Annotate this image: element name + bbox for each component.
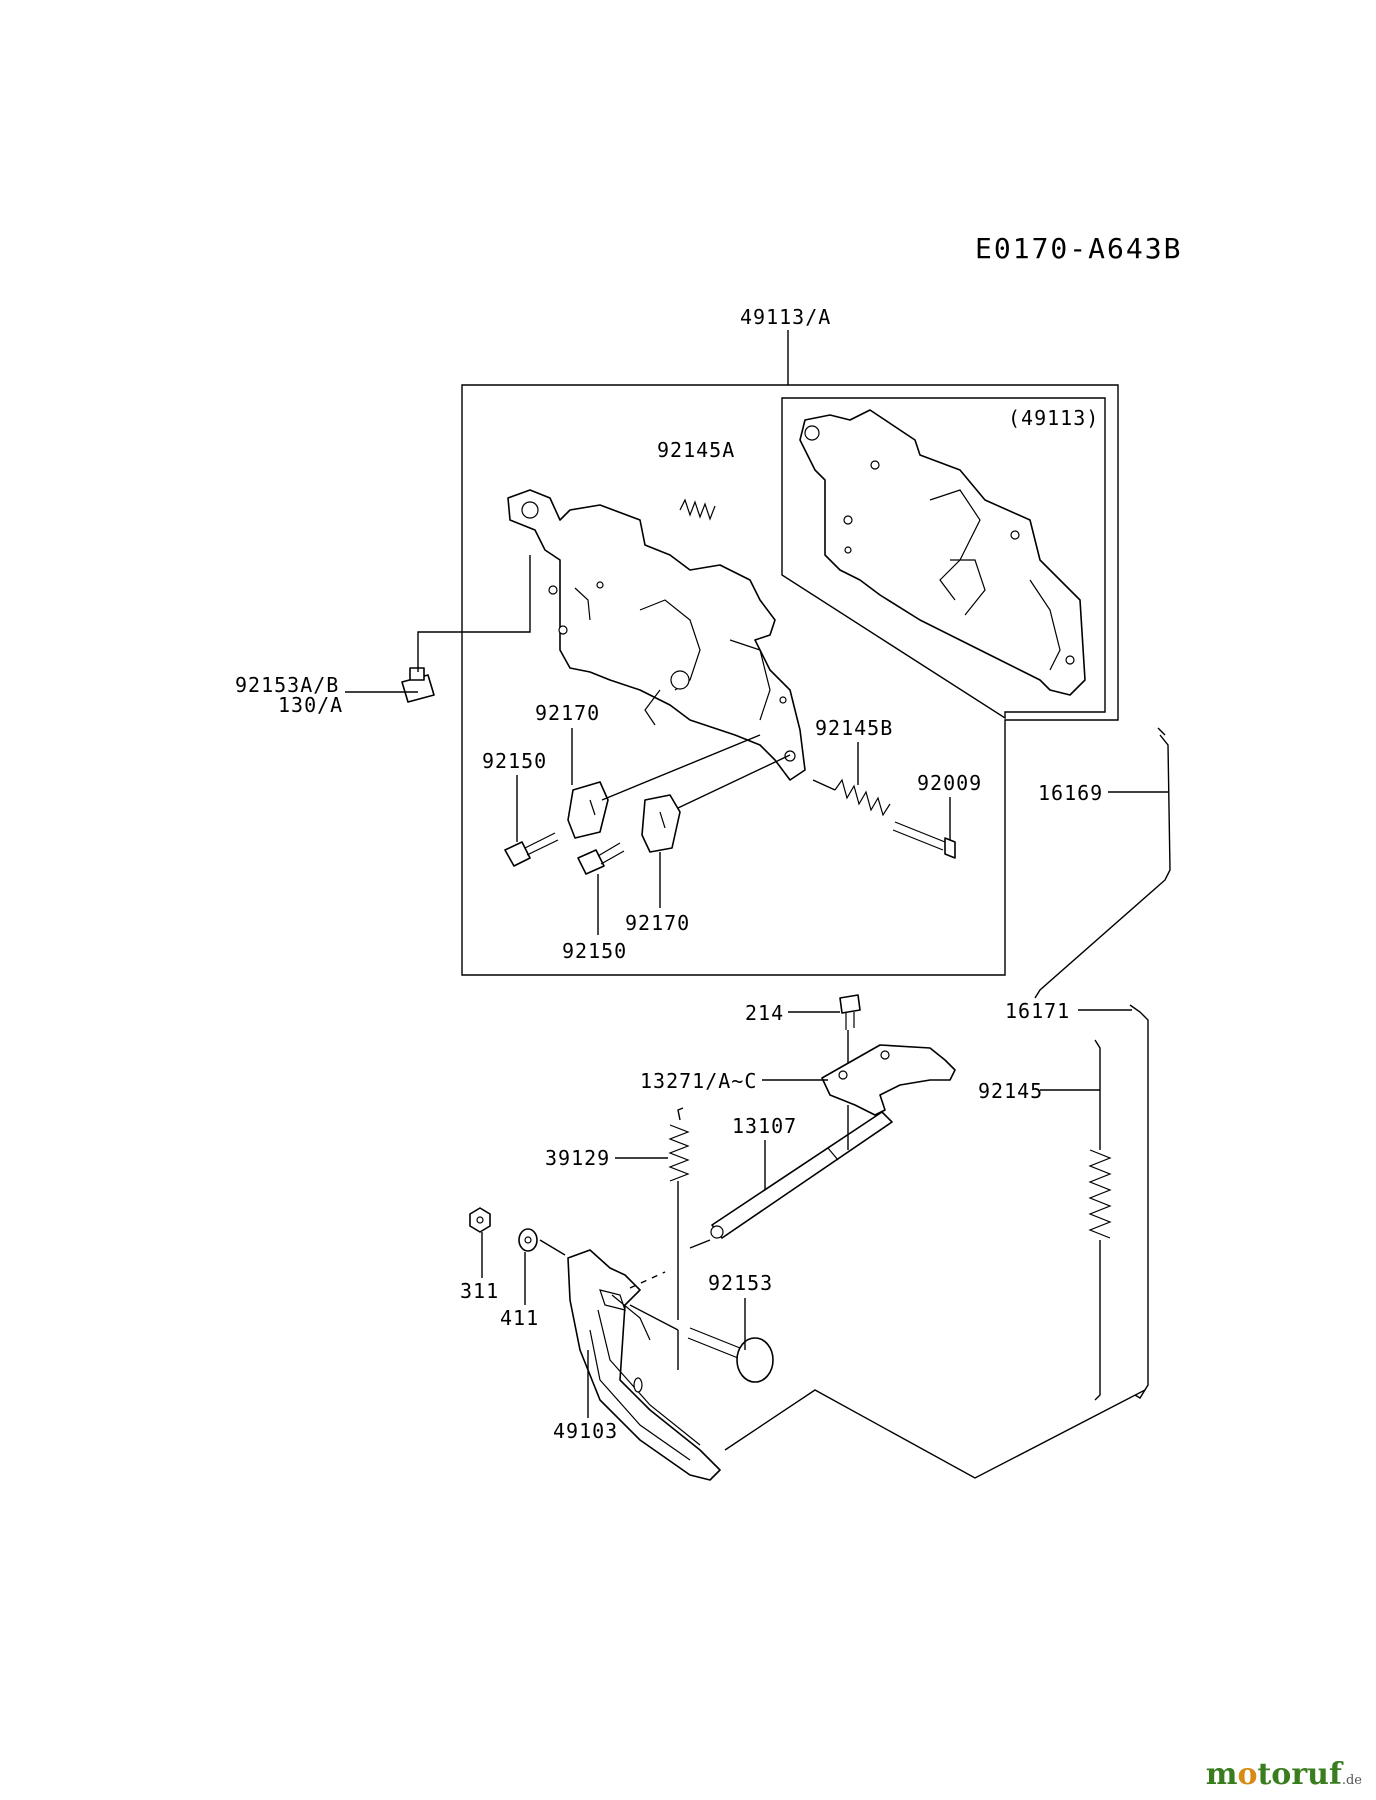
screw-92009 [892,821,956,859]
bolt-92153AB [401,667,435,703]
label-92145B[interactable]: 92145B [815,716,893,740]
diagram-code: E0170-A643B [975,232,1182,265]
label-130A[interactable]: 130/A [278,693,343,717]
label-13271[interactable]: 13271/A~C [640,1069,757,1093]
screw-92150-right [577,842,625,875]
clip-92170-left [567,781,609,839]
watermark-part-m: m [1205,1757,1238,1792]
rod-16169 [1034,727,1171,999]
spring-92145A [679,498,716,521]
bracket-13271 [821,1044,956,1116]
nut-311 [469,1207,491,1233]
label-49113A[interactable]: 49113/A [740,305,831,329]
label-16169[interactable]: 16169 [1038,781,1103,805]
label-92170-upper[interactable]: 92170 [535,701,600,725]
control-plate-inset [799,409,1086,696]
label-92150-upper[interactable]: 92150 [482,749,547,773]
shaft-13107 [710,1111,893,1239]
watermark-part-toruf: toruf [1257,1757,1342,1792]
label-92009[interactable]: 92009 [917,771,982,795]
watermark-part-o: o [1237,1757,1258,1792]
label-92150-lower[interactable]: 92150 [562,939,627,963]
washer-411 [518,1228,538,1252]
label-49103[interactable]: 49103 [553,1419,618,1443]
label-49113-inset[interactable]: (49113) [1008,406,1099,430]
spring-92145B [812,778,891,817]
lever-49103 [567,1249,721,1481]
label-92153AB[interactable]: 92153A/B [235,673,339,697]
inset-frame [781,397,1106,720]
label-411[interactable]: 411 [500,1306,539,1330]
label-13107[interactable]: 13107 [732,1114,797,1138]
label-92145A[interactable]: 92145A [657,438,735,462]
spring-39129 [668,1107,690,1195]
spring-92145 [1088,1039,1112,1401]
label-92145[interactable]: 92145 [978,1079,1043,1103]
label-16171[interactable]: 16171 [1005,999,1070,1023]
screw-92150-left [504,832,559,867]
label-311[interactable]: 311 [460,1279,499,1303]
knob-92153 [687,1327,774,1383]
clip-92170-right [641,794,681,853]
site-watermark: motoruf.de [1206,1757,1362,1792]
assembly-frame [461,384,1119,976]
label-92153[interactable]: 92153 [708,1271,773,1295]
control-plate-main [507,489,806,781]
screw-214 [839,994,861,1030]
link-line [724,1389,1146,1479]
rod-16171 [1129,1004,1149,1399]
label-214[interactable]: 214 [745,1001,784,1025]
watermark-suffix: .de [1341,1773,1362,1788]
label-92170-lower[interactable]: 92170 [625,911,690,935]
label-39129[interactable]: 39129 [545,1146,610,1170]
